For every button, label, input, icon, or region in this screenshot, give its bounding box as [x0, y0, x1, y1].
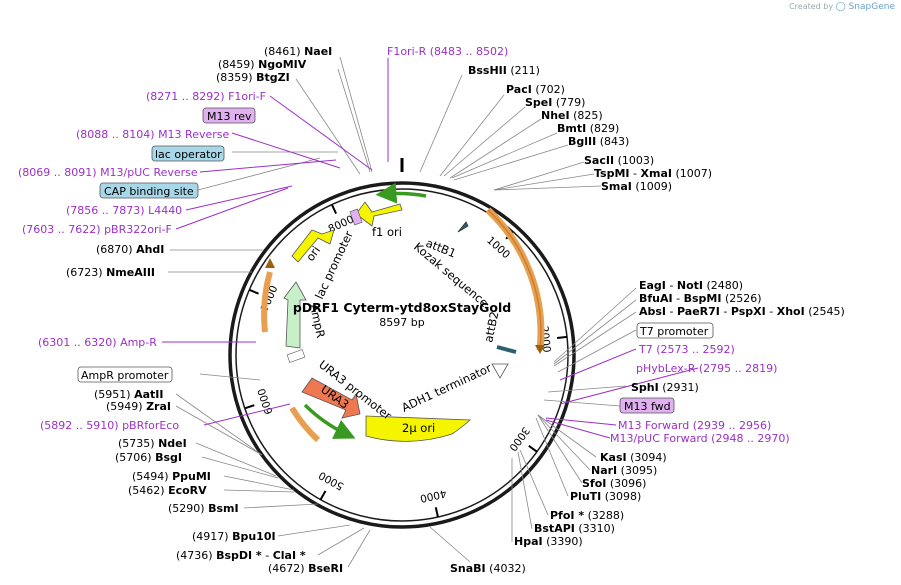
- box-cap: CAP binding site: [104, 185, 194, 198]
- feature-arc-left: [261, 271, 273, 333]
- backbone-outer: [228, 181, 576, 529]
- lac-promoter-label: lac promoter: [312, 228, 356, 301]
- label-bspDI: (4736) BspDI * - ClaI *: [176, 549, 306, 562]
- plasmid-name: pDRF1 Cyterm-ytd8oxStayGold: [293, 300, 511, 315]
- label-ecoRV: (5462) EcoRV: [128, 484, 207, 497]
- tick-mark: [244, 404, 255, 410]
- label-nmeAIII: (6723) NmeAIII: [66, 266, 155, 279]
- label-bsmI: (5290) BsmI: [168, 502, 239, 515]
- ura3-arrow: [301, 377, 361, 419]
- tick-label: 4000: [419, 487, 448, 505]
- primer-lines: [162, 58, 699, 439]
- two-micron-label: 2μ ori: [402, 421, 435, 435]
- label-bglII: BglII (843): [568, 135, 629, 148]
- label-bmtI: BmtI (829): [557, 122, 619, 135]
- label-naeI: (8461) NaeI: [264, 45, 332, 58]
- box-lacop: lac operator: [155, 148, 222, 161]
- box-ampR-promoter: AmpR promoter: [81, 369, 169, 382]
- label-ampR-primer: (6301 .. 6320) Amp-R: [38, 336, 157, 349]
- label-ngoMIV: (8459) NgoMIV: [218, 58, 307, 71]
- label-ndeI: (5735) NdeI: [118, 437, 187, 450]
- label-btgZI: (8359) BtgZI: [216, 71, 290, 84]
- label-phyblex: pHybLex-R (2795 .. 2819): [636, 362, 777, 375]
- label-pbr322: (7603 .. 7622) pBR322ori-F: [22, 223, 172, 236]
- box-m13fwd: M13 fwd: [624, 400, 671, 413]
- two-micron-arrow: [365, 415, 471, 442]
- feature-arc-bottomleft: [289, 406, 321, 443]
- label-sfoI: SfoI (3096): [582, 477, 646, 490]
- attB1-marker: [457, 221, 469, 233]
- snapgene-logo-icon: ◯ SnapGene: [835, 2, 895, 12]
- label-pacI: PacI (702): [506, 83, 565, 96]
- label-speI: SpeI (779): [525, 96, 585, 109]
- f1-ori-small: [349, 208, 363, 226]
- label-tspMI: TspMI - XmaI (1007): [594, 167, 712, 180]
- feature-arrowhead-left: [265, 258, 275, 268]
- f1-ori-label: f1 ori: [372, 225, 402, 239]
- tick-mark: [434, 507, 439, 518]
- label-bsgI: (5706) BsgI: [115, 451, 182, 464]
- ampR-label: AmpR: [307, 303, 328, 340]
- tick-mark: [556, 335, 568, 340]
- box-m13rev: M13 rev: [207, 110, 252, 123]
- label-m13puc-fwd: M13/pUC Forward (2948 .. 2970): [610, 432, 790, 445]
- label-ppuMI: (5494) PpuMI: [132, 470, 211, 483]
- label-hpaI: HpaI (3390): [514, 535, 583, 548]
- f1-ori-arrow: [355, 201, 403, 227]
- label-m13reverse: (8088 .. 8104) M13 Reverse: [76, 128, 229, 141]
- label-bfuAI: BfuAI - BspMI (2526): [639, 292, 762, 305]
- attB2-marker: [496, 345, 517, 354]
- label-aatII: (5951) AatII: [94, 388, 163, 401]
- watermark: Created by ◯ SnapGene: [789, 2, 895, 12]
- label-narI: NarI (3095): [591, 464, 657, 477]
- label-pluTI: PluTI (3098): [570, 490, 641, 503]
- label-nheI: NheI (825): [541, 109, 603, 122]
- label-f1ori-r: F1ori-R (8483 .. 8502): [387, 45, 508, 58]
- leader-lines: [168, 56, 637, 568]
- label-snaBI: SnaBI (4032): [450, 562, 526, 575]
- label-ahdI: (6870) AhdI: [96, 243, 164, 256]
- label-absI: AbsI - PaeR7I - PspXI - XhoI (2545): [639, 305, 845, 318]
- backbone-inner: [235, 188, 569, 522]
- label-m13forward: M13 Forward (2939 .. 2956): [618, 419, 771, 432]
- label-kasI: KasI (3094): [600, 451, 667, 464]
- label-zraI: (5949) ZraI: [106, 400, 171, 413]
- plasmid-size: 8597 bp: [379, 316, 424, 329]
- boxed-labels: M13 rev lac operator CAP binding site Am…: [77, 107, 714, 414]
- label-pbrforeco: (5892 .. 5910) pBRforEco: [40, 419, 179, 432]
- feature-arc-right-inner: [487, 209, 542, 351]
- tick-mark: [248, 288, 259, 295]
- label-t7: T7 (2573 .. 2592): [638, 343, 735, 356]
- label-bstAPI: BstAPI (3310): [534, 522, 615, 535]
- label-l4440: (7856 .. 7873) L4440: [66, 204, 182, 217]
- tick-mark: [330, 204, 337, 215]
- label-pfoI: PfoI * (3288): [550, 509, 624, 522]
- ampR-promoter-small: [286, 349, 306, 363]
- attB2-label: attB2: [481, 310, 501, 344]
- label-smaI: SmaI (1009): [601, 180, 672, 193]
- label-sphI: SphI (2931): [631, 381, 699, 394]
- ori-arrow: [291, 229, 335, 263]
- feature-arrowhead-right: [535, 345, 545, 354]
- tick-mark: [319, 490, 327, 501]
- label-bssHII: BssHII (211): [468, 64, 540, 77]
- label-m13puc-rev: (8069 .. 8091) M13/pUC Reverse: [18, 166, 198, 179]
- tick-label: 3000: [506, 425, 531, 454]
- tick-mark: [528, 445, 538, 453]
- tick-label: 5000: [317, 469, 346, 493]
- green-arrow-top: [375, 182, 427, 204]
- label-sacII: SacII (1003): [584, 154, 654, 167]
- green-arrow-bottom: [303, 403, 356, 439]
- label-bseRI: (4672) BseRI: [268, 562, 343, 575]
- label-bpu10I: (4917) Bpu10I: [192, 530, 276, 543]
- ampR-arrow: [283, 281, 307, 349]
- label-f1ori-f: (8271 .. 8292) F1ori-F: [146, 90, 266, 103]
- box-t7-promoter: T7 promoter: [639, 325, 709, 338]
- tick-label: 1000: [484, 234, 512, 261]
- terminator-small: [491, 363, 509, 379]
- adh1-terminator-label: ADH1 terminator: [399, 361, 493, 415]
- label-eagI: EagI - NotI (2480): [639, 279, 743, 292]
